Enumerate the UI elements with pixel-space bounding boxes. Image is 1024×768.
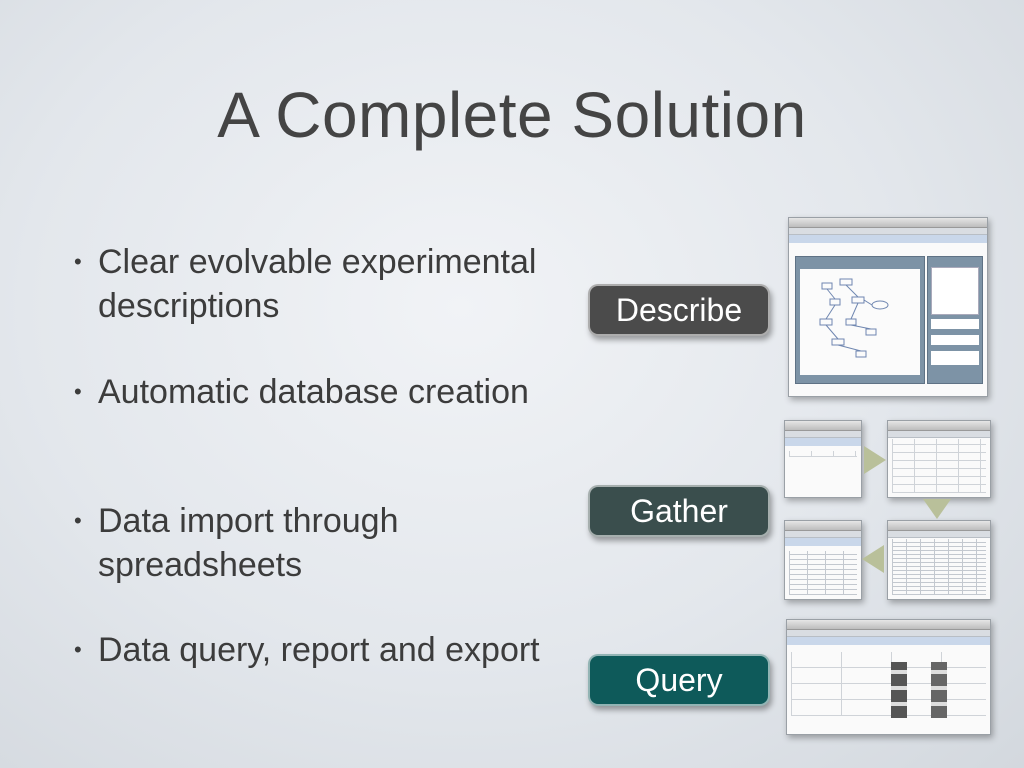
gather-screenshot-4 bbox=[784, 520, 862, 600]
bullet-item: • Clear evolvable experimental descripti… bbox=[72, 240, 568, 328]
bullet-dot-icon: • bbox=[74, 637, 82, 662]
bullet-dot-icon: • bbox=[74, 508, 82, 533]
bullet-text: Automatic database creation bbox=[98, 373, 529, 411]
bullet-item: • Automatic database creation bbox=[72, 370, 568, 414]
describe-label: Describe bbox=[588, 284, 770, 336]
arrow-icon bbox=[864, 446, 886, 474]
gather-screenshot-2 bbox=[887, 420, 991, 498]
query-screenshot bbox=[786, 619, 991, 735]
slide-title: A Complete Solution bbox=[217, 79, 807, 151]
gather-label: Gather bbox=[588, 485, 770, 537]
bullet-text: Data query, report and export bbox=[98, 631, 540, 669]
gather-screenshot-1 bbox=[784, 420, 862, 498]
bullet-dot-icon: • bbox=[74, 379, 82, 404]
bullet-item: • Data import through spreadsheets bbox=[72, 499, 568, 587]
describe-screenshot bbox=[788, 217, 988, 397]
arrow-icon bbox=[862, 545, 884, 573]
bullet-text: Data import through spreadsheets bbox=[98, 502, 399, 584]
bullet-dot-icon: • bbox=[74, 249, 82, 274]
gather-screenshot-3 bbox=[887, 520, 991, 600]
bullet-item: • Data query, report and export bbox=[72, 628, 568, 672]
query-label: Query bbox=[588, 654, 770, 706]
bullet-text: Clear evolvable experimental description… bbox=[98, 243, 537, 325]
arrow-icon bbox=[923, 499, 951, 519]
